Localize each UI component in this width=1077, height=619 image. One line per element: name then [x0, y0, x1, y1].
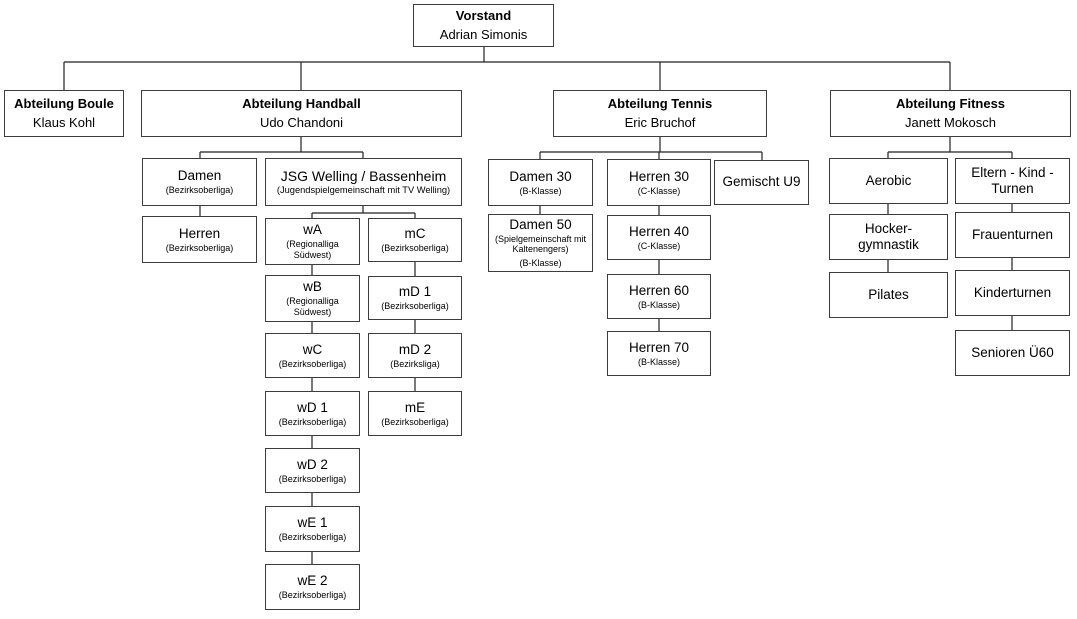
node-handball-wd2: wD 2 (Bezirksoberliga)	[265, 448, 360, 493]
team-league: (C-Klasse)	[637, 240, 681, 251]
node-tennis-herren60: Herren 60 (B-Klasse)	[607, 274, 711, 319]
node-fitness-hockergymnastik: Hocker-gymnastik	[829, 214, 948, 260]
course-label: Kinderturnen	[973, 284, 1052, 300]
node-tennis-herren70: Herren 70 (B-Klasse)	[607, 331, 711, 376]
team-label: Damen 50	[509, 217, 572, 233]
node-tennis-herren40: Herren 40 (C-Klasse)	[607, 215, 711, 260]
team-label: wE 2	[297, 573, 328, 588]
team-label: Herren	[178, 225, 221, 241]
node-vorstand: Vorstand Adrian Simonis	[413, 4, 554, 47]
node-fitness-frauenturnen: Frauenturnen	[955, 212, 1070, 258]
team-label: mD 1	[398, 284, 432, 299]
node-fitness-senioren-u60: Senioren Ü60	[955, 330, 1070, 376]
team-league: (Bezirksoberliga)	[278, 590, 347, 601]
node-tennis-damen30: Damen 30 (B-Klasse)	[488, 159, 593, 206]
node-handball-me: mE (Bezirksoberliga)	[368, 391, 462, 436]
team-league: (B-Klasse)	[637, 299, 680, 310]
team-label: wA	[303, 222, 322, 238]
node-handball-damen: Damen (Bezirksoberliga)	[142, 158, 257, 206]
fitness-head: Janett Mokosch	[904, 115, 997, 131]
node-tennis-gemischt-u9: Gemischt U9	[714, 160, 809, 205]
node-handball-md2: mD 2 (Bezirksliga)	[368, 333, 462, 378]
team-label: wC	[302, 341, 323, 357]
team-label: Herren 30	[628, 168, 690, 184]
node-handball-we1: wE 1 (Bezirksoberliga)	[265, 506, 360, 552]
node-abteilung-fitness: Abteilung Fitness Janett Mokosch	[830, 90, 1071, 137]
tennis-title: Abteilung Tennis	[607, 96, 713, 112]
team-label: Gemischt U9	[722, 174, 801, 190]
team-league: (Bezirksoberliga)	[278, 532, 347, 543]
team-label: JSG Welling / Bassenheim	[280, 167, 447, 184]
team-league: (Bezirksoberliga)	[381, 416, 449, 427]
team-label: Herren 70	[628, 339, 690, 355]
team-label: Herren 40	[628, 223, 690, 239]
fitness-title: Abteilung Fitness	[895, 96, 1006, 112]
course-label: Frauenturnen	[971, 226, 1054, 242]
team-label: mC	[404, 226, 426, 241]
team-league: (Bezirksoberliga)	[165, 185, 234, 196]
tennis-head: Eric Bruchof	[624, 115, 696, 131]
team-league: (Bezirksliga)	[390, 358, 440, 369]
team-label: wD 2	[297, 456, 328, 472]
team-league: (Regionalliga Südwest)	[286, 296, 339, 318]
team-league: (B-Klasse)	[519, 258, 562, 269]
node-handball-wd1: wD 1 (Bezirksoberliga)	[265, 391, 360, 436]
vorstand-title: Vorstand	[455, 8, 512, 24]
boule-title: Abteilung Boule	[14, 96, 114, 112]
team-league: (Bezirksoberliga)	[278, 358, 347, 369]
course-label: Pilates	[868, 286, 909, 302]
node-tennis-herren30: Herren 30 (C-Klasse)	[607, 159, 711, 206]
team-league: (Regionalliga Südwest)	[286, 239, 339, 261]
node-fitness-eltern-kind-turnen: Eltern - Kind - Turnen	[955, 158, 1070, 204]
node-handball-wc: wC (Bezirksoberliga)	[265, 333, 360, 378]
team-label: mE	[404, 399, 426, 415]
team-league: (Jugendspielgemeinschaft mit TV Welling)	[276, 185, 451, 196]
node-handball-herren: Herren (Bezirksoberliga)	[142, 216, 257, 263]
team-league: (B-Klasse)	[519, 185, 562, 196]
node-abteilung-boule: Abteilung Boule Klaus Kohl	[4, 90, 124, 137]
node-tennis-damen50: Damen 50 (Spielgemeinschaft mit Kaltenen…	[488, 214, 593, 272]
node-handball-wa: wA (Regionalliga Südwest)	[265, 218, 360, 265]
handball-head: Udo Chandoni	[259, 115, 344, 131]
team-league: (Bezirksoberliga)	[165, 242, 234, 253]
node-handball-wb: wB (Regionalliga Südwest)	[265, 275, 360, 322]
team-label: Damen 30	[509, 168, 572, 184]
team-label: Herren 60	[628, 282, 690, 298]
handball-title: Abteilung Handball	[242, 96, 361, 112]
team-league: (Bezirksoberliga)	[381, 301, 449, 312]
node-fitness-aerobic: Aerobic	[829, 158, 948, 204]
boule-head: Klaus Kohl	[32, 115, 96, 131]
node-handball-md1: mD 1 (Bezirksoberliga)	[368, 276, 462, 320]
team-league: (Bezirksoberliga)	[381, 243, 449, 254]
course-label: Hocker-gymnastik	[858, 220, 919, 252]
node-handball-jsg: JSG Welling / Bassenheim (Jugendspielgem…	[265, 158, 462, 206]
course-label: Eltern - Kind - Turnen	[971, 164, 1054, 196]
team-league: (B-Klasse)	[637, 356, 680, 367]
team-league: (C-Klasse)	[637, 185, 681, 196]
node-abteilung-tennis: Abteilung Tennis Eric Bruchof	[553, 90, 767, 137]
team-league: (Bezirksoberliga)	[278, 473, 347, 484]
node-abteilung-handball: Abteilung Handball Udo Chandoni	[141, 90, 462, 137]
team-league: (Bezirksoberliga)	[278, 416, 347, 427]
team-label: wD 1	[297, 399, 328, 415]
course-label: Senioren Ü60	[971, 344, 1054, 360]
team-label: Damen	[177, 168, 222, 183]
team-note: (Spielgemeinschaft mit Kaltenengers)	[494, 233, 587, 255]
team-label: mD 2	[398, 341, 432, 357]
course-label: Aerobic	[865, 172, 912, 188]
vorstand-name: Adrian Simonis	[439, 27, 528, 43]
node-fitness-kinderturnen: Kinderturnen	[955, 270, 1070, 316]
node-handball-mc: mC (Bezirksoberliga)	[368, 218, 462, 262]
node-handball-we2: wE 2 (Bezirksoberliga)	[265, 564, 360, 610]
node-fitness-pilates: Pilates	[829, 272, 948, 318]
team-label: wE 1	[297, 515, 328, 530]
team-label: wB	[303, 279, 322, 295]
